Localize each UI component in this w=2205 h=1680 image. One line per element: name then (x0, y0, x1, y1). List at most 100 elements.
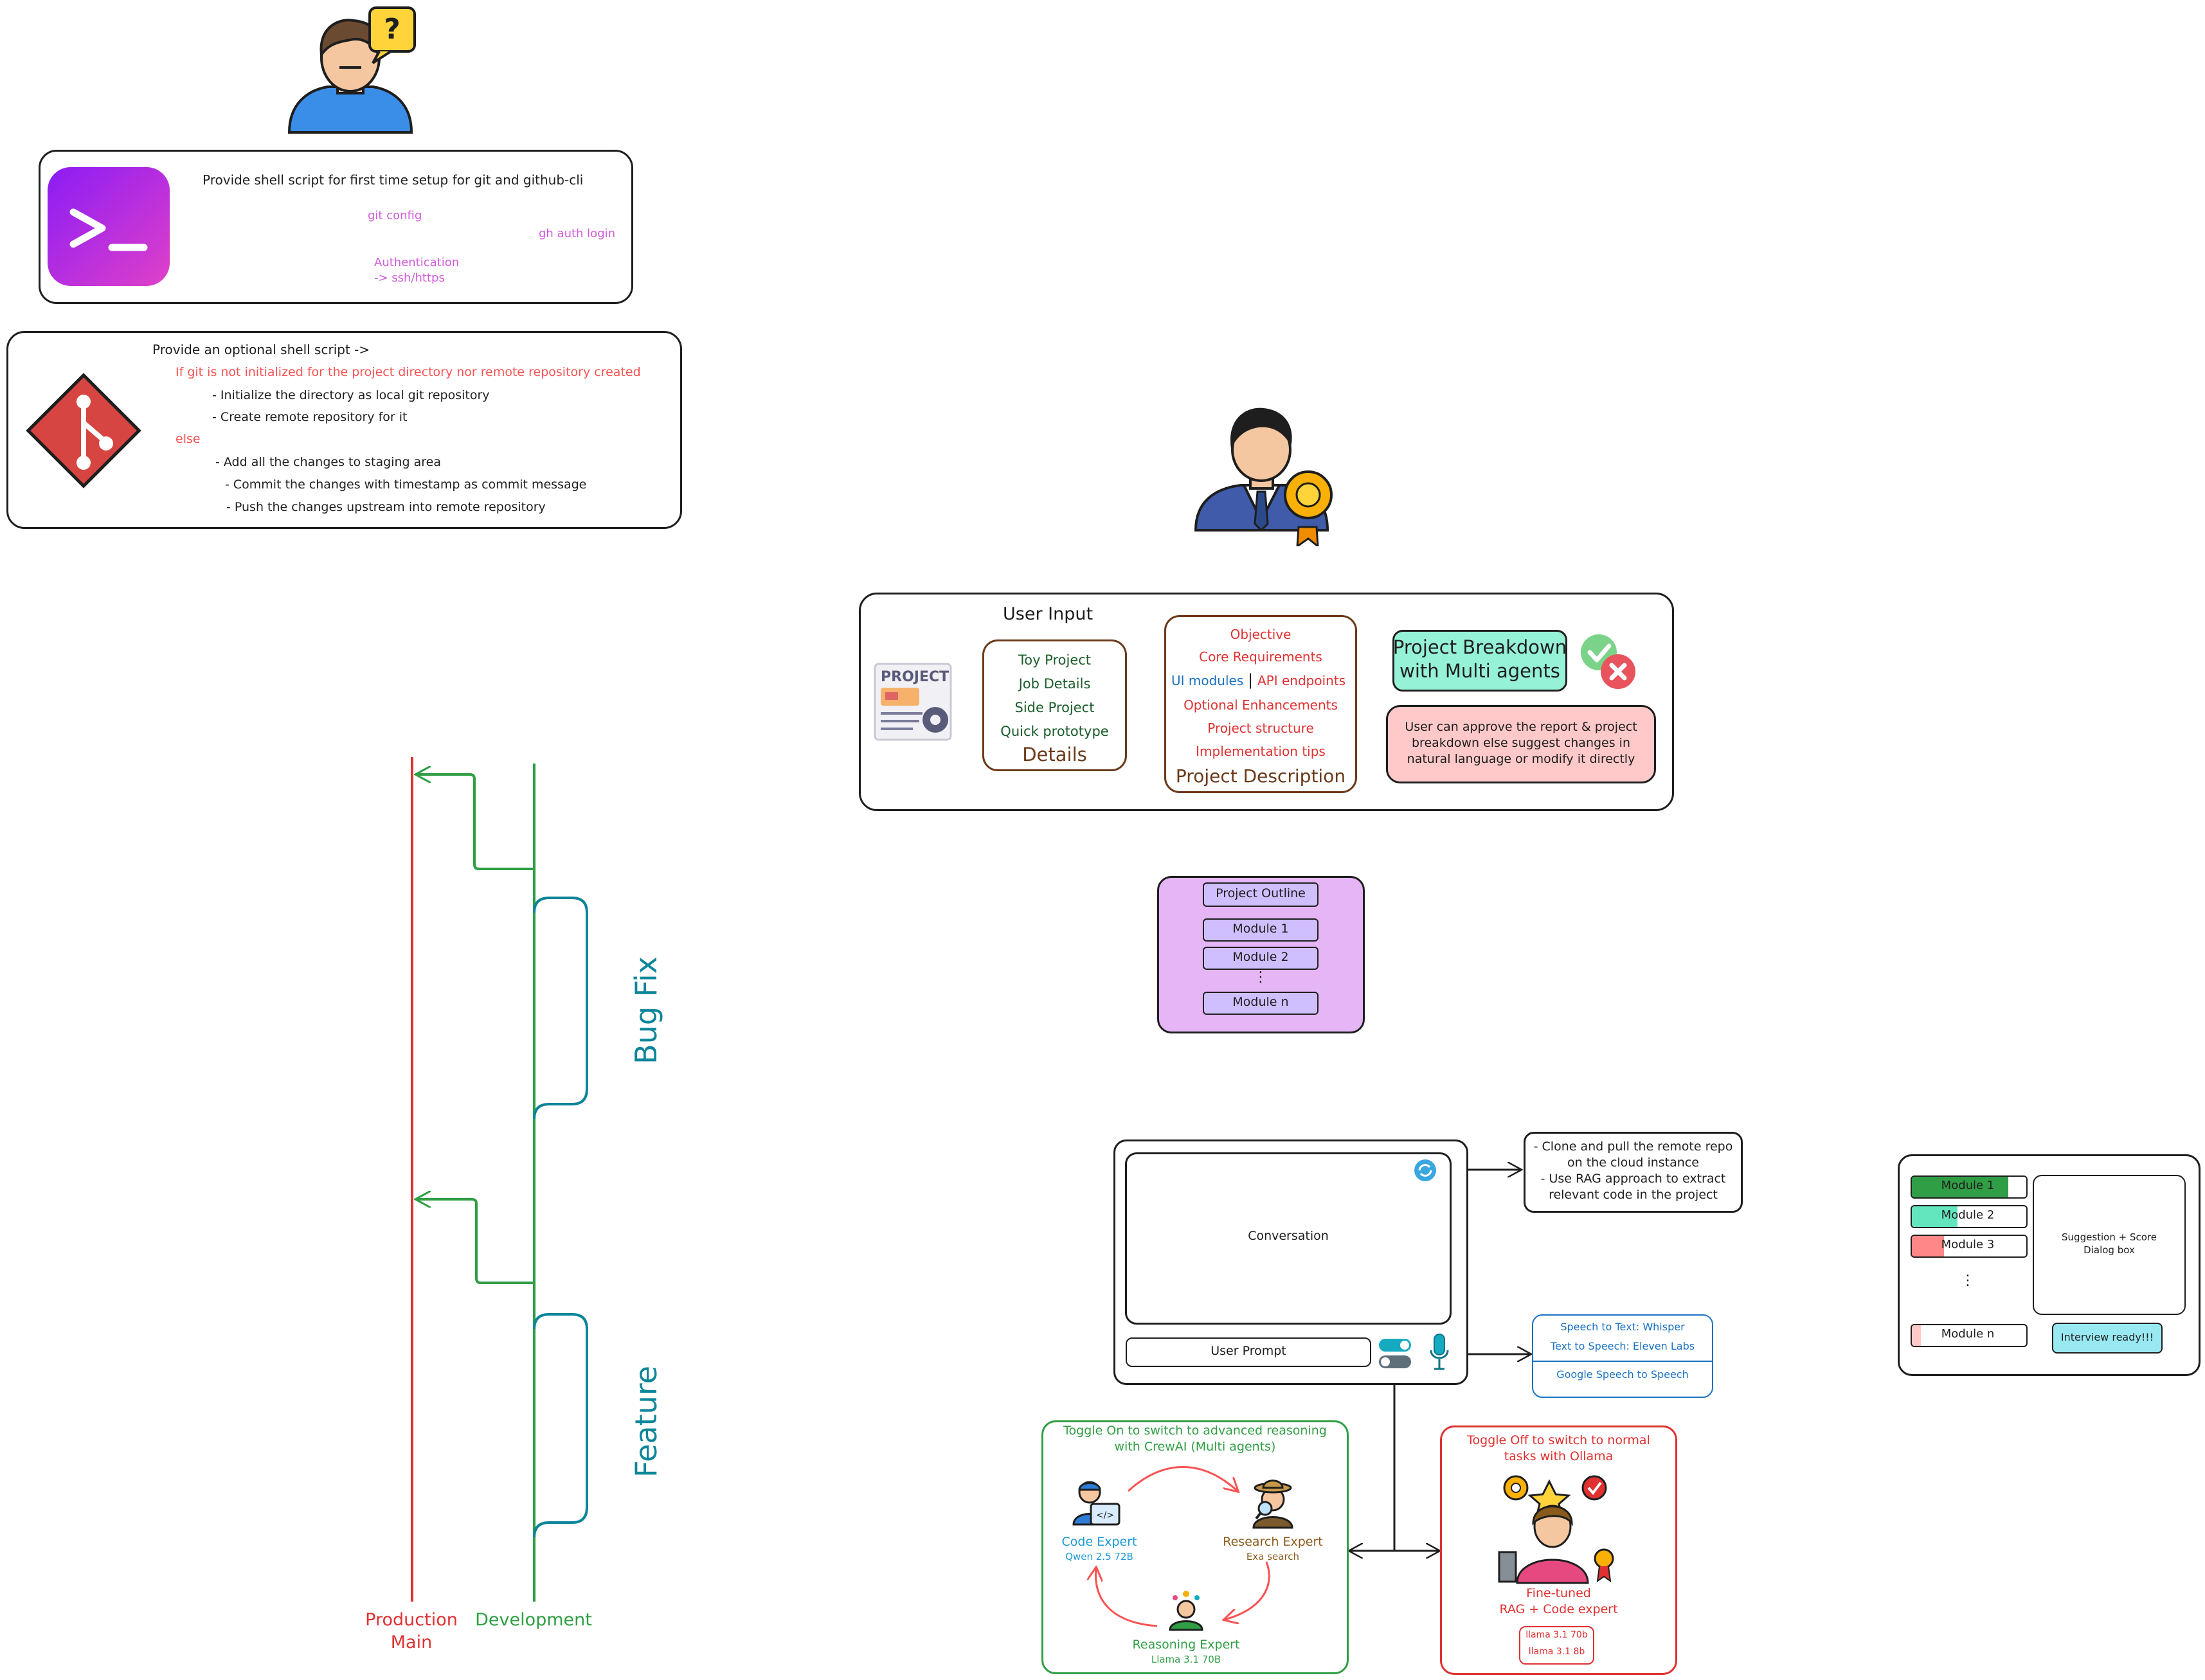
details-item-3: Side Project (1014, 700, 1095, 715)
note-auth-line2: -> ssh/https (374, 271, 445, 285)
merge-arrow-top (417, 774, 534, 870)
manager-badge-icon (1194, 407, 1333, 546)
outline-module-n (1203, 992, 1318, 1015)
git-condition: If git is not initialized for the projec… (176, 365, 641, 379)
outline-module-n-label: Module n (1232, 995, 1289, 1009)
user-prompt-input[interactable] (1126, 1337, 1371, 1367)
suggestion-line2: Dialog box (2084, 1244, 2135, 1256)
outline-module-2 (1203, 947, 1318, 970)
user-input-heading: User Input (1003, 604, 1094, 624)
git-else-step-1: - Add all the changes to staging area (215, 455, 441, 469)
interview-module-1[interactable] (1911, 1175, 2028, 1199)
arrow-reasoning-to-code (1095, 1568, 1158, 1627)
approve-reject-icon (1581, 634, 1635, 689)
project-doc-icon: PROJECT (874, 663, 952, 741)
bug-fix-label: Bug Fix (629, 956, 663, 1064)
crew-title-line1: Toggle On to switch to advanced reasonin… (1063, 1424, 1327, 1438)
reasoning-expert-model: Llama 3.1 70B (1151, 1654, 1221, 1665)
speech-divider (1533, 1361, 1712, 1362)
desc-core-requirements: Core Requirements (1199, 649, 1322, 665)
bugfix-branch (533, 897, 588, 1120)
project-breakdown-box (1392, 630, 1567, 692)
arrow-code-to-research (1127, 1466, 1238, 1492)
svg-text:?: ? (384, 13, 401, 46)
details-title: Details (1022, 744, 1087, 765)
approve-note-line3: natural language or modify it directly (1407, 752, 1635, 766)
approve-note-line2: breakdown else suggest changes in (1411, 736, 1630, 750)
speech-google: Google Speech to Speech (1556, 1368, 1689, 1381)
interview-ready-button[interactable] (2052, 1323, 2163, 1354)
desc-title: Project Description (1175, 765, 1346, 787)
clone-note-line1: - Clone and pull the remote repo (1533, 1139, 1733, 1154)
speech-services-box (1532, 1314, 1713, 1398)
merge-arrow-bottom (417, 1199, 534, 1284)
feature-branch (533, 1313, 588, 1538)
approve-note-line1: User can approve the report & project (1405, 720, 1637, 734)
outline-module-2-label: Module 2 (1232, 950, 1289, 964)
conversation-panel (1125, 1152, 1452, 1325)
conversation-title: Conversation (1248, 1229, 1329, 1243)
note-git-config: git config (368, 209, 422, 222)
development-label: Development (475, 1610, 592, 1630)
clone-note-line2: on the cloud instance (1567, 1156, 1699, 1170)
outline-title: Project Outline (1216, 886, 1306, 900)
ollama-models-box (1519, 1626, 1594, 1665)
terminal-icon (48, 167, 170, 286)
ollama-box (1440, 1425, 1677, 1675)
interview-module-n[interactable] (1911, 1324, 2028, 1347)
desc-ui-modules: UI modules (1171, 673, 1244, 688)
clone-note-line4: relevant code in the project (1549, 1188, 1718, 1202)
interview-module-1-label: Module 1 (1941, 1179, 1995, 1192)
speech-stt: Speech to Text: Whisper (1560, 1321, 1685, 1333)
code-expert-icon: </> (1072, 1481, 1120, 1526)
project-label: PROJECT (881, 669, 949, 685)
git-else-step-2: - Commit the changes with timestamp as c… (225, 478, 587, 492)
interview-module-2[interactable] (1911, 1205, 2028, 1228)
breakdown-line2: with Multi agents (1400, 660, 1560, 682)
project-description-box (1164, 615, 1357, 793)
interview-module-n-label: Module n (1941, 1327, 1995, 1341)
production-label: Production (365, 1610, 458, 1630)
details-item-2: Job Details (1018, 676, 1091, 692)
ollama-label-line2: RAG + Code expert (1499, 1602, 1618, 1616)
ollama-model-2: llama 3.1 8b (1528, 1647, 1585, 1657)
interview-module-2-label: Module 2 (1941, 1208, 1995, 1222)
git-box-title: Provide an optional shell script -> (152, 342, 370, 357)
speech-tts: Text to Speech: Eleven Labs (1550, 1340, 1695, 1352)
desc-implementation-tips: Implementation tips (1196, 744, 1326, 759)
crew-title-line2: with CrewAI (Multi agents) (1114, 1440, 1276, 1454)
git-logo-icon (26, 373, 141, 488)
details-box (982, 639, 1127, 771)
sync-icon[interactable] (1413, 1158, 1437, 1183)
outline-module-1 (1203, 918, 1318, 942)
desc-api-endpoints: API endpoints (1257, 673, 1346, 688)
ollama-title-line2: tasks with Ollama (1504, 1449, 1614, 1463)
desc-separator: | (1248, 671, 1254, 689)
feature-label: Feature (629, 1366, 663, 1478)
desc-optional-enhancements: Optional Enhancements (1184, 697, 1338, 713)
clone-note-box (1524, 1132, 1743, 1213)
outline-ellipsis: ⋮ (1254, 969, 1268, 985)
interview-ellipsis: ⋮ (1961, 1273, 1975, 1289)
details-item-1: Toy Project (1018, 652, 1092, 668)
user-prompt-label: User Prompt (1210, 1344, 1286, 1358)
mic-icon[interactable] (1428, 1332, 1450, 1372)
main-label: Main (390, 1632, 433, 1652)
git-if-step-2: - Create remote repository for it (212, 410, 408, 424)
research-expert-tool: Exa search (1246, 1551, 1300, 1562)
ollama-label-line1: Fine-tuned (1526, 1586, 1591, 1600)
note-gh-auth: gh auth login (539, 227, 616, 240)
approve-note-box (1386, 705, 1656, 783)
note-auth-line1: Authentication (374, 256, 460, 269)
code-expert-label: Code Expert (1061, 1535, 1137, 1549)
git-if-step-1: - Initialize the directory as local git … (212, 388, 490, 402)
crewai-box (1041, 1420, 1349, 1674)
outline-module-1-label: Module 1 (1232, 922, 1289, 936)
reasoning-expert-icon (1169, 1591, 1203, 1631)
toggle-icon[interactable] (1378, 1337, 1413, 1370)
breakdown-line1: Project Breakdown (1392, 636, 1567, 658)
interview-module-3[interactable] (1911, 1235, 2028, 1258)
interview-ready-label: Interview ready!!! (2060, 1331, 2154, 1343)
git-else-step-3: - Push the changes upstream into remote … (226, 500, 546, 514)
